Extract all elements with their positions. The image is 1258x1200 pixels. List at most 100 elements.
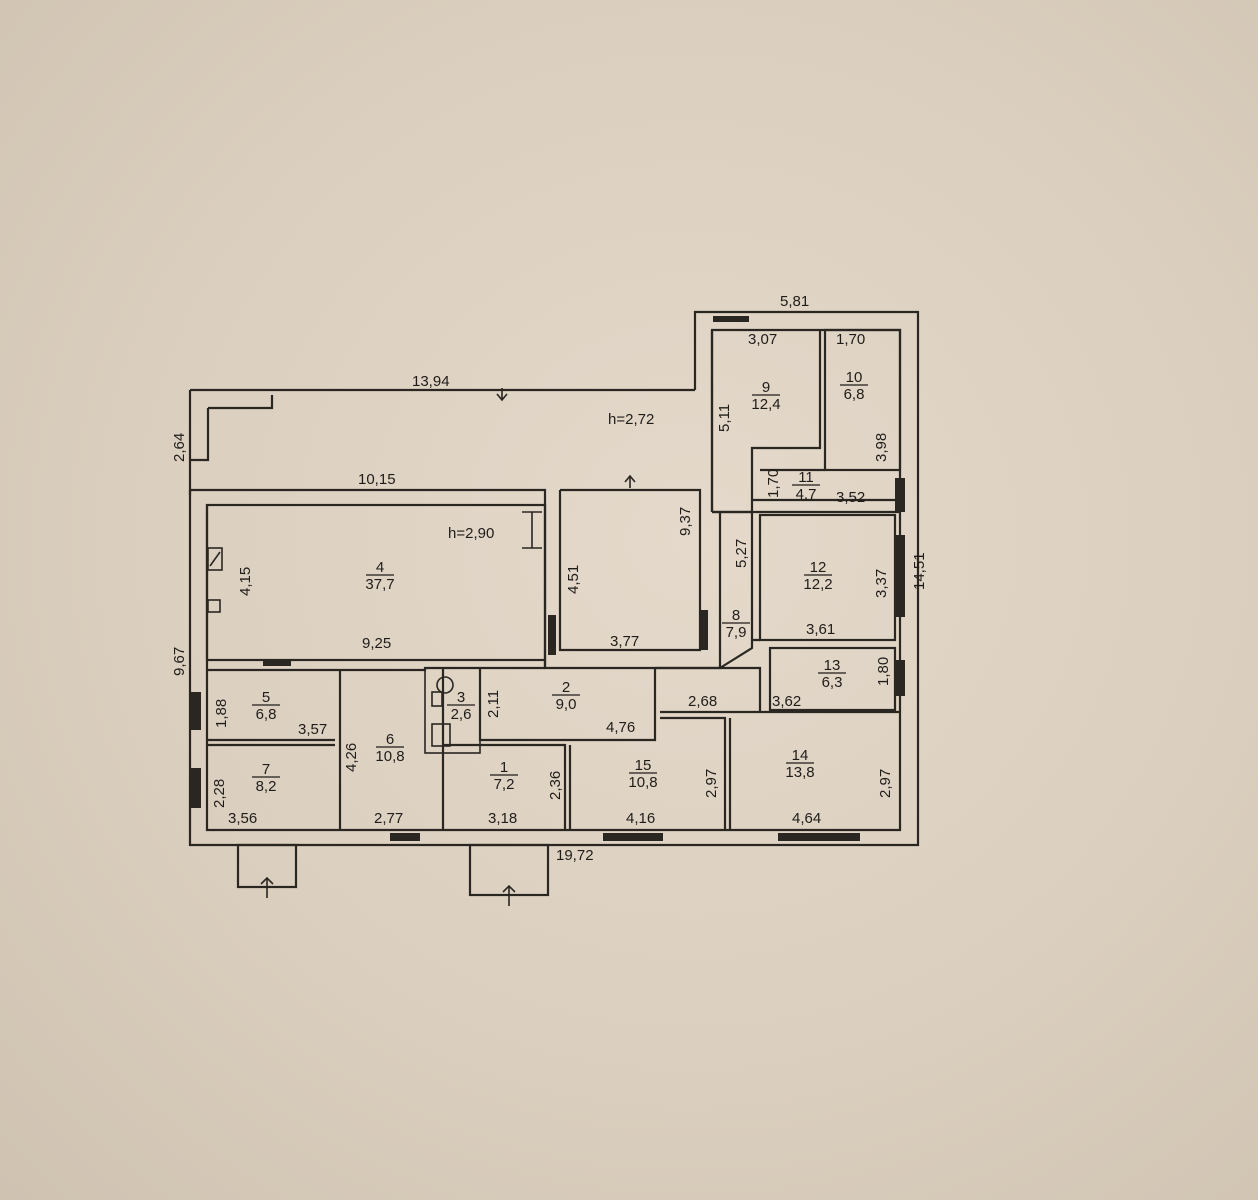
- dim-r11-width: 3,52: [836, 489, 865, 506]
- room-number: 9: [762, 379, 770, 396]
- room-number: 1: [500, 759, 508, 776]
- dim-r13-width: 3,62: [772, 693, 801, 710]
- toilet-icon: [436, 676, 454, 694]
- dim-r5-width: 3,57: [298, 721, 327, 738]
- room-label-5: 56,8: [252, 689, 280, 723]
- dim-r3-side: 2,11: [485, 690, 502, 718]
- dim-r4-top: 10,15: [358, 471, 396, 488]
- dim-bottom-total: 19,72: [556, 847, 594, 864]
- dim-r7-side: 2,28: [211, 779, 228, 808]
- dim-r12-side: 3,37: [873, 569, 890, 598]
- dim-r14-side: 2,97: [877, 769, 894, 798]
- room-label-4: 437,7: [365, 559, 394, 593]
- dim-r9-top: 3,07: [748, 331, 777, 348]
- room-label-9: 912,4: [751, 379, 780, 413]
- room-area: 9,0: [556, 696, 577, 713]
- room-number: 14: [792, 747, 809, 764]
- dim-left-total: 9,67: [171, 647, 188, 676]
- room-number: 6: [386, 731, 394, 748]
- dim-r10-top: 1,70: [836, 331, 865, 348]
- room-area: 7,9: [726, 624, 747, 641]
- room-8-walls: [712, 510, 760, 669]
- room-area: 13,8: [785, 764, 814, 781]
- room-label-7: 78,2: [252, 761, 280, 795]
- dim-r15-top: 2,68: [688, 693, 717, 710]
- room-label-10: 106,8: [840, 369, 868, 403]
- room-label-11: 114,7: [792, 469, 820, 503]
- room-number: 7: [262, 761, 270, 778]
- dim-r11-side: 1,70: [765, 469, 782, 498]
- room-11-walls: [752, 468, 900, 502]
- room-number: 4: [376, 559, 384, 576]
- dim-r4-bottom: 9,25: [362, 635, 391, 652]
- room-number: 13: [824, 657, 841, 674]
- dim-top-annex: 5,81: [780, 293, 809, 310]
- room-labels: 17,229,032,6437,756,8610,878,287,9912,41…: [252, 369, 868, 795]
- dim-right-total: 14,51: [911, 552, 928, 590]
- room-number: 10: [846, 369, 863, 386]
- dim-r1-width: 3,18: [488, 810, 517, 827]
- dim-r6-side: 4,26: [343, 743, 360, 772]
- dim-r10-side: 3,98: [873, 433, 890, 462]
- room-label-2: 29,0: [552, 679, 580, 713]
- hall-walls: [543, 512, 722, 670]
- room-number: 3: [457, 689, 465, 706]
- room-label-6: 610,8: [375, 731, 404, 765]
- dim-r2-width: 4,76: [606, 719, 635, 736]
- room-number: 2: [562, 679, 570, 696]
- room-number: 15: [635, 757, 652, 774]
- main-outer-wall: [188, 310, 920, 847]
- room-area: 12,4: [751, 396, 780, 413]
- room-number: 5: [262, 689, 270, 706]
- room-area: 6,3: [822, 674, 843, 691]
- dim-r9-side: 5,11: [716, 404, 733, 432]
- room-10-walls: [823, 328, 902, 472]
- room-area: 10,8: [375, 748, 404, 765]
- dim-r6-width: 2,77: [374, 810, 403, 827]
- room-label-8: 87,9: [722, 607, 750, 641]
- room-label-1: 17,2: [490, 759, 518, 793]
- sink-icon: [431, 723, 451, 747]
- room-area: 6,8: [844, 386, 865, 403]
- room-number: 8: [732, 607, 740, 624]
- room-area: 10,8: [628, 774, 657, 791]
- veranda-outer-wall: [188, 388, 695, 495]
- dim-hall-bottom: 3,77: [610, 633, 639, 650]
- room-area: 12,2: [803, 576, 832, 593]
- dim-r4-side: 4,15: [237, 567, 254, 596]
- room-4-walls: [205, 503, 547, 662]
- dim-r14-width: 4,64: [792, 810, 821, 827]
- sink-station-icon: [522, 511, 542, 549]
- room-number: 11: [798, 469, 814, 486]
- dim-hall-right: 9,37: [677, 507, 694, 536]
- dim-r8-side: 5,27: [733, 539, 750, 568]
- room-area: 4,7: [796, 486, 817, 503]
- windows: [191, 316, 905, 841]
- room-area: 2,6: [451, 706, 472, 723]
- stove-mark-icon: [209, 551, 221, 567]
- toilet-tank-icon: [431, 691, 443, 707]
- dim-veranda-depth: 2,64: [171, 433, 188, 462]
- dim-veranda-length: 13,94: [412, 373, 450, 390]
- dim-r15-side: 2,97: [703, 769, 720, 798]
- veranda-height-label: h=2,72: [608, 411, 654, 428]
- room-label-13: 136,3: [818, 657, 846, 691]
- room-area: 7,2: [494, 776, 515, 793]
- dim-r12-width: 3,61: [806, 621, 835, 638]
- main-height-label: h=2,90: [448, 525, 494, 542]
- dim-hall-side: 4,51: [565, 565, 582, 594]
- dim-r1-side: 2,36: [547, 771, 564, 800]
- room-3-walls: [424, 667, 481, 754]
- dim-r13-side: 1,80: [875, 657, 892, 686]
- room-label-3: 32,6: [447, 689, 475, 723]
- room-area: 37,7: [365, 576, 394, 593]
- entrance-arrow-left-icon: [260, 876, 274, 898]
- boiler-icon: [207, 599, 221, 613]
- hall-arrow-icon: [624, 474, 636, 488]
- veranda-arrow-icon: [496, 388, 508, 402]
